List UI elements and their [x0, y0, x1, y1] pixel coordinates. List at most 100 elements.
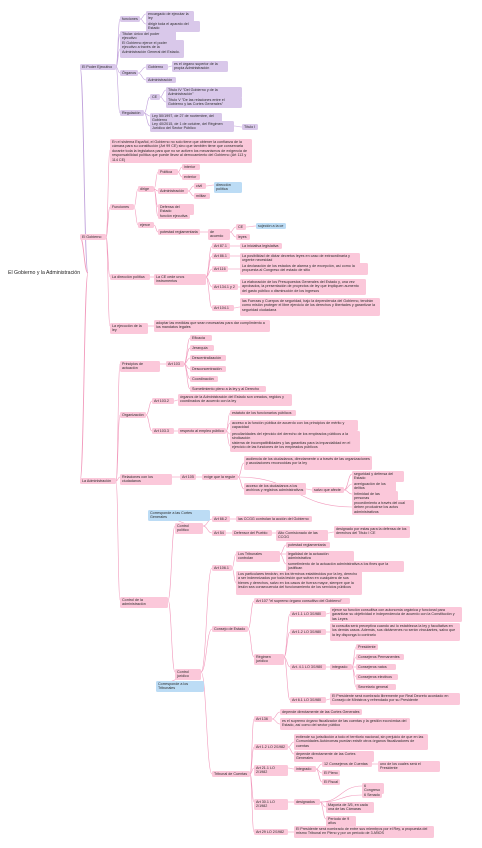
node-civil[interactable]: civil: [194, 183, 206, 190]
node-potestad[interactable]: potestad reglamentaria: [158, 229, 200, 236]
node-alto-comisionado[interactable]: Alto Comisionado de las CCGG: [276, 530, 328, 541]
node-periodo[interactable]: Período de 9 años: [326, 816, 356, 827]
node-titulo1[interactable]: Título I: [242, 124, 258, 131]
node-art104[interactable]: Art 104.1: [212, 305, 234, 312]
node-el-fiscal[interactable]: El Fiscal: [322, 779, 340, 786]
node-la-administracion[interactable]: La Administración: [80, 478, 116, 485]
node-procedimiento[interactable]: procedimiento a través del cual deben pr…: [352, 500, 414, 516]
node-particulares[interactable]: Los particulares tendrán, en los término…: [236, 571, 362, 595]
node-relaciones[interactable]: Relaciones con los ciudadanos: [120, 474, 172, 485]
node-art1032[interactable]: Art 103.2: [152, 398, 174, 405]
node-consejeros-perm[interactable]: Consejeros Permanentes: [356, 654, 404, 661]
node-art87[interactable]: Art 87.1: [212, 243, 230, 250]
node-administracion2[interactable]: Administración: [158, 188, 188, 195]
node-intimidad[interactable]: Intimidad de las personas: [352, 491, 398, 502]
node-art211[interactable]: Art 21.1 LO 2/1982: [254, 765, 288, 776]
node-control-adm[interactable]: Control de la administración: [120, 597, 168, 608]
node-dirige[interactable]: dirige: [138, 186, 154, 193]
node-respecto[interactable]: respecto al empleo público: [178, 428, 226, 435]
node-decretos[interactable]: La posibilidad de dictar decretos leyes …: [240, 253, 360, 264]
node-art54[interactable]: Art 54: [212, 530, 226, 537]
node-ejerce2[interactable]: ejerce: [138, 222, 154, 229]
node-art116[interactable]: Art 116: [212, 266, 228, 273]
node-integrado2[interactable]: integrado: [294, 766, 316, 773]
node-interior[interactable]: interior: [182, 164, 200, 171]
node-art103[interactable]: Art 103: [166, 361, 184, 368]
node-corresponde-cortes[interactable]: Corresponde a las Cortes Generales: [148, 510, 210, 521]
node-fuerzas[interactable]: las Fuerzas y Cuerpos de seguridad, bajo…: [240, 298, 380, 316]
node-direccion-politica[interactable]: dirección política: [214, 182, 242, 193]
node-peculiaridades[interactable]: peculiaridades del ejercicio del derecho…: [230, 431, 360, 442]
node-art86[interactable]: Art 86.1: [212, 253, 230, 260]
node-control-politico[interactable]: Control político: [175, 523, 203, 534]
node-funciones[interactable]: funciones: [120, 16, 140, 23]
node-titular[interactable]: Titular: único del poder ejecutivo: [120, 31, 176, 42]
node-estatuto[interactable]: estatuto de los funcionarios públicos: [230, 410, 296, 417]
node-averiguacion[interactable]: averiguación de los delitos: [352, 481, 396, 492]
node-ley50[interactable]: Ley 50/1997, de 27 de noviembre, del Gob…: [150, 113, 222, 124]
node-depende[interactable]: depende directamente de las Cortes Gener…: [280, 709, 362, 716]
node-potestad-regl[interactable]: potestad reglamentaria: [286, 542, 330, 549]
node-dirigir[interactable]: dirigir toda el aparato del Estado: [146, 21, 200, 32]
node-consejo-estado[interactable]: Consejo de Estado: [212, 626, 248, 633]
node-defensa[interactable]: Defensa del Estado: [158, 204, 194, 215]
node-salvo[interactable]: salvo que afecte: [312, 487, 344, 494]
node-gobierno-org[interactable]: Gobierno: [146, 64, 168, 71]
node-organizacion[interactable]: Organización: [120, 412, 146, 419]
node-art1061[interactable]: Art 106.1: [212, 565, 232, 572]
node-seis-congreso[interactable]: 6 Congreso: [362, 783, 384, 794]
node-audiencia[interactable]: audiencia de los ciudadanos, directament…: [244, 456, 372, 470]
node-art41[interactable]: Art. 4.1 LO 3/1980: [290, 664, 326, 671]
node-seis-senado[interactable]: 6 Senado: [362, 792, 382, 799]
node-funciones2[interactable]: Funciones: [110, 204, 134, 211]
node-ce2[interactable]: CE: [236, 224, 246, 231]
node-defensor[interactable]: Defensor del Pueblo: [232, 530, 272, 537]
node-art12[interactable]: Art 1.2 LO 3/1980: [290, 629, 326, 636]
node-iniciativa[interactable]: La iniciativa legislativa: [240, 243, 282, 250]
node-encargado[interactable]: encargado de ejecutar la ley: [146, 11, 194, 22]
node-designado[interactable]: designado por estas para la defensa de l…: [334, 526, 410, 538]
node-art11[interactable]: Art 1.1 LO 3/1980: [290, 611, 326, 618]
node-art134[interactable]: Art 134.1 y 2: [212, 284, 238, 291]
node-mayoria[interactable]: Mayoría de 3/5, en cada una de las Cámar…: [326, 802, 374, 813]
node-eficacia[interactable]: Eficacia: [190, 335, 212, 342]
node-sistema[interactable]: En el sistema Español, el Gobierno no so…: [110, 139, 252, 164]
node-titulo5[interactable]: Título V "De las relaciones entre el Gob…: [166, 97, 242, 108]
node-jerarquia[interactable]: Jerarquía: [190, 345, 214, 352]
node-sujecion[interactable]: sujeción a la ce: [256, 223, 286, 230]
node-es-supremo[interactable]: es el supremo órgano fiscalizador de las…: [280, 718, 410, 730]
node-extiende[interactable]: extiende su jurisdicción a todo el terri…: [294, 734, 428, 750]
node-regimen[interactable]: Régimen jurídico: [254, 654, 284, 665]
node-presupuestos[interactable]: La elaboración de los Presupuestos Gener…: [240, 279, 366, 295]
node-funcion-ejecutiva[interactable]: función ejecutiva: [158, 213, 190, 220]
node-direccion-politica-label[interactable]: La dirección política: [110, 274, 150, 281]
node-art105[interactable]: Art 105: [180, 474, 196, 481]
node-ley40[interactable]: Ley 40/2015, de 1 de octubre, del Régime…: [150, 121, 234, 132]
node-presidente-tc[interactable]: El Presidente será nombrado de entre sus…: [294, 826, 434, 838]
node-seguridad[interactable]: seguridad y defensa del Estado: [352, 471, 404, 482]
node-acceso[interactable]: acceso a la función pública de acuerdo c…: [230, 420, 358, 431]
node-designados[interactable]: designados: [294, 799, 320, 806]
node-tribunales[interactable]: Los Tribunales controlan: [236, 551, 280, 562]
node-control-juridico[interactable]: Control jurídico: [175, 669, 201, 680]
node-root[interactable]: El Gobierno y la Administración: [8, 270, 81, 276]
node-doce-consejeros[interactable]: 12 Consejeros de Cuentas: [322, 761, 372, 768]
node-el-pleno[interactable]: El Pleno: [322, 770, 340, 777]
node-art1033[interactable]: Art 103.3: [152, 428, 174, 435]
node-militar[interactable]: militar: [194, 193, 210, 200]
node-desconcentracion[interactable]: Desconcentración: [190, 366, 226, 373]
node-exige[interactable]: exige que la regule: [202, 474, 238, 481]
node-art301[interactable]: Art 30.1 LO 2/1982: [254, 799, 288, 810]
node-consejeros-elect[interactable]: Consejeros electivos: [356, 674, 398, 681]
node-sometimiento2[interactable]: sometimiento de la actuación administrat…: [286, 561, 404, 572]
node-descentralizacion[interactable]: Descentralización: [190, 355, 226, 362]
node-art662[interactable]: Art 66.2: [212, 516, 230, 523]
node-principios[interactable]: Principios de actuación: [120, 361, 160, 372]
node-ejerce[interactable]: El Gobierno ejerce el poder ejecutivo a …: [120, 40, 184, 58]
node-legalidad[interactable]: legalidad de la actuación administrativa: [286, 551, 354, 562]
node-secretario[interactable]: Secretario general: [356, 684, 396, 691]
node-art107[interactable]: Art 107 "el supremo órgano consultivo de…: [254, 598, 350, 605]
node-el-gobierno[interactable]: El Gobierno: [80, 234, 106, 241]
node-corresponde-tribunales[interactable]: Corresponde a los Tribunales: [156, 681, 204, 692]
